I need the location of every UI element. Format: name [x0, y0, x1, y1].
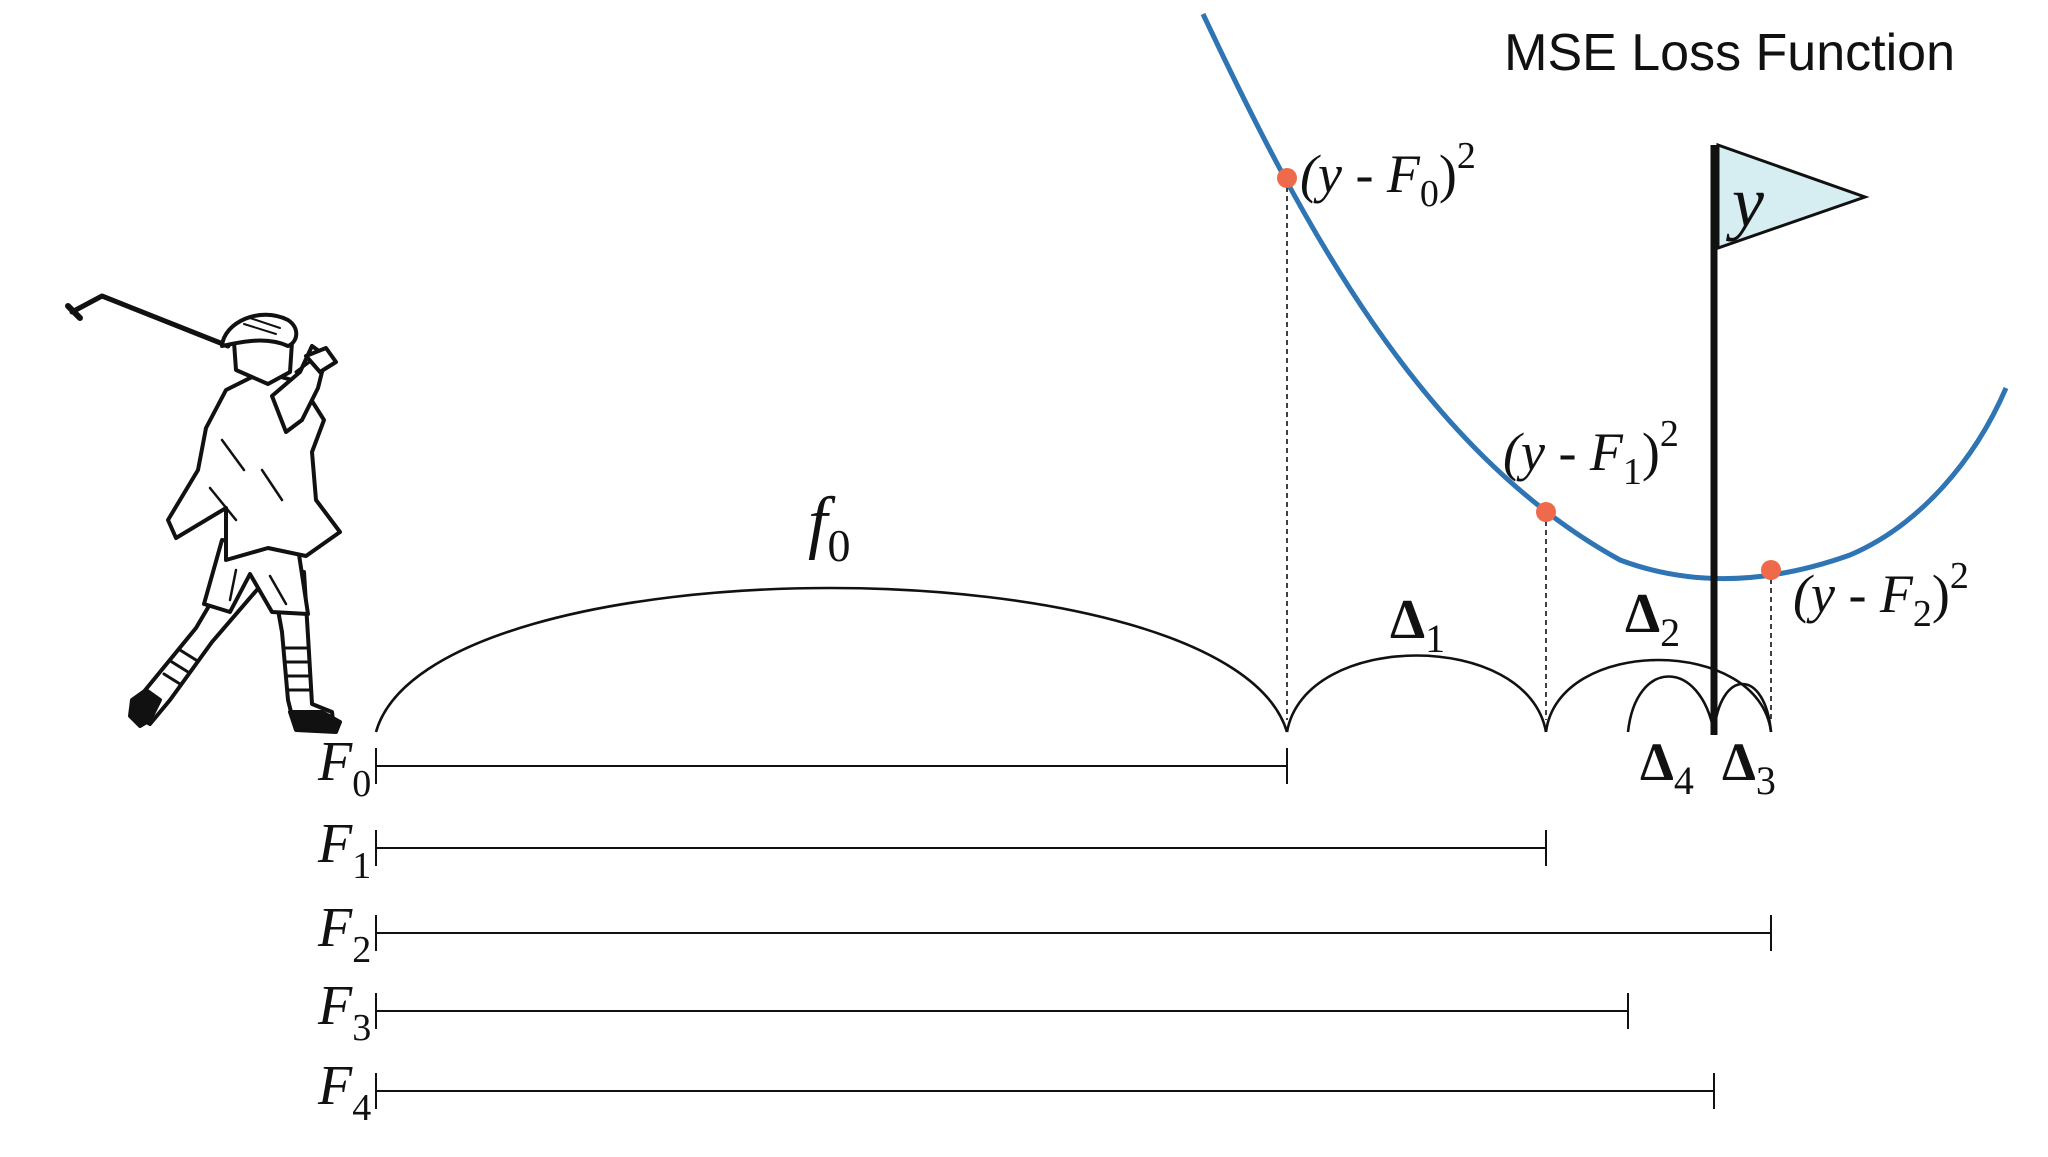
curve-point-f1	[1536, 502, 1556, 522]
row-label-f1: F1	[317, 813, 371, 887]
loss-label-f2: (y - F2)2	[1793, 555, 1969, 635]
label-delta4: Δ4	[1640, 732, 1694, 803]
chart-title: MSE Loss Function	[1504, 24, 1955, 82]
label-delta1: Δ1	[1390, 589, 1445, 661]
row-label-f3: F3	[317, 975, 371, 1049]
row-label-f0: F0	[317, 731, 371, 805]
arc-f0	[376, 588, 1287, 732]
arc-delta1	[1287, 656, 1546, 733]
row-f2	[376, 915, 1771, 951]
row-f0	[376, 748, 1287, 784]
loss-label-f1: (y - F1)2	[1503, 413, 1679, 493]
arc-delta3	[1628, 677, 1714, 733]
arc-delta2	[1546, 660, 1771, 732]
jump-arcs	[376, 588, 1771, 732]
loss-label-f0: (y - F0)2	[1300, 135, 1476, 215]
golfer-torso	[168, 372, 340, 560]
golf-club	[72, 296, 228, 346]
prediction-rows	[376, 748, 1771, 1109]
golfer-cap	[222, 315, 296, 346]
row-label-f4: F4	[317, 1055, 371, 1129]
curve-points	[1277, 168, 1781, 580]
row-f3	[376, 993, 1628, 1029]
row-label-f2: F2	[317, 897, 371, 971]
flag-icon: y	[1714, 145, 1865, 735]
curve-point-f0	[1277, 168, 1297, 188]
label-f0: f0	[808, 484, 850, 571]
label-delta2: Δ2	[1625, 583, 1680, 655]
row-f4	[376, 1073, 1714, 1109]
row-f1	[376, 830, 1546, 866]
curve-point-f2	[1761, 560, 1781, 580]
curve-point-labels: (y - F0)2 (y - F1)2 (y - F2)2	[1300, 135, 1969, 635]
label-delta3: Δ3	[1722, 732, 1776, 803]
row-labels: F0 F1 F2 F3 F4	[317, 731, 371, 1129]
golfer-back-shoe	[130, 690, 160, 726]
golfer-illustration	[68, 296, 340, 732]
arc-labels: f0 Δ1 Δ2 Δ4 Δ3	[808, 484, 1776, 803]
mse-loss-curve	[1203, 14, 2006, 579]
